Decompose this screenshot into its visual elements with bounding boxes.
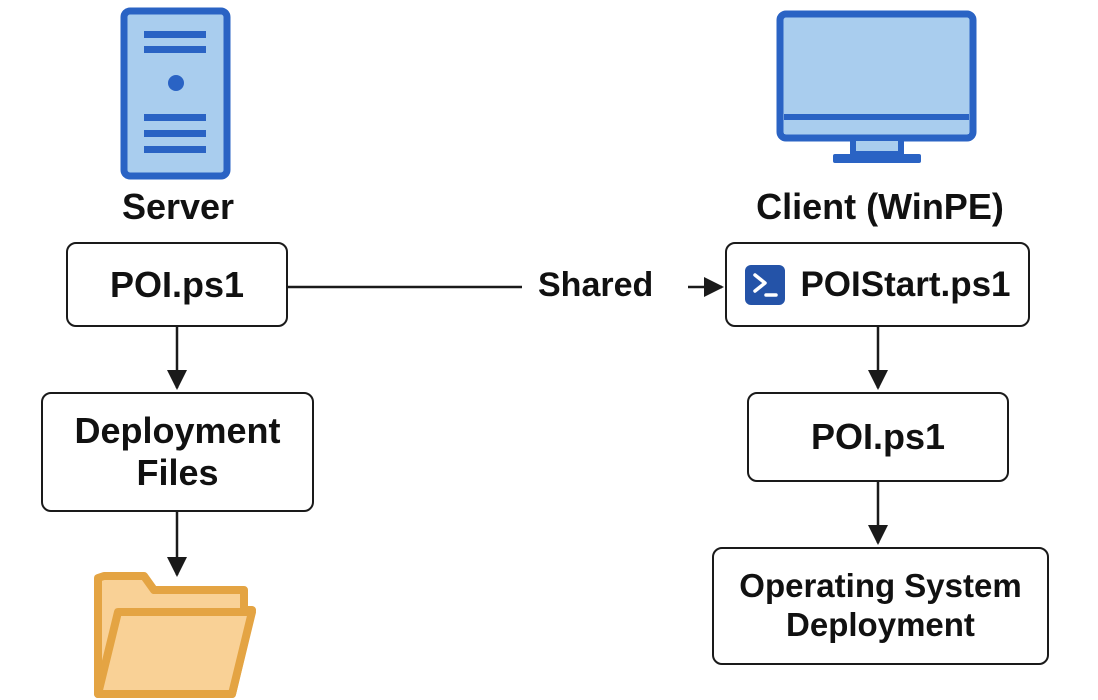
os-deployment-line2: Deployment (786, 606, 975, 643)
server-heading: Server (121, 186, 235, 227)
poistart-script-node: POIStart.ps1 (725, 242, 1030, 327)
deployment-files-label: Deployment Files (74, 410, 280, 495)
deployment-files-line2: Files (136, 452, 219, 493)
os-deployment-line1: Operating System (739, 567, 1022, 605)
poistart-script-label: POIStart.ps1 (800, 264, 1011, 304)
os-deployment-node: Operating System Deployment (712, 547, 1049, 665)
deployment-files-line1: Deployment (74, 409, 281, 451)
client-poi-script-node: POI.ps1 (747, 392, 1009, 482)
server-poi-script-node: POI.ps1 (66, 242, 288, 327)
shared-label: Shared (538, 266, 654, 304)
monitor-icon (776, 10, 977, 163)
client-heading: Client (WinPE) (756, 186, 1004, 227)
server-poi-script-label: POI.ps1 (109, 263, 245, 305)
server-icon (120, 7, 231, 180)
os-deployment-label: Operating System Deployment (739, 567, 1021, 645)
client-poi-script-label: POI.ps1 (810, 416, 946, 457)
deployment-files-node: Deployment Files (41, 392, 314, 512)
powershell-icon (745, 264, 786, 305)
folder-icon (94, 572, 256, 698)
